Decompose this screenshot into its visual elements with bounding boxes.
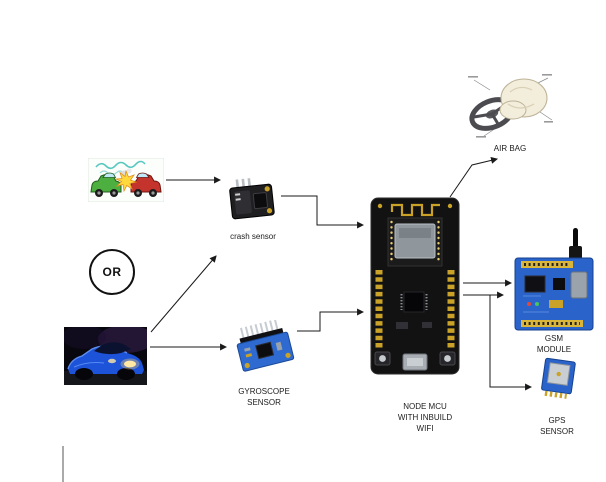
gyroscope-icon — [236, 319, 295, 372]
gsm-module-icon — [514, 228, 594, 331]
connector-gyroscope-to-nodemcu — [297, 308, 365, 332]
car-crash-cartoon-image — [87, 157, 165, 207]
gsm-module-label: GSM MODULE — [536, 334, 572, 354]
pcb-antenna-trace — [390, 203, 440, 217]
connector-nodemcu-to-airbag — [449, 156, 499, 198]
gps-sensor-icon — [541, 357, 576, 399]
gsm-module-image — [513, 228, 595, 337]
usb-uart-chip — [403, 291, 425, 313]
gyroscope-sensor-label: GYROSCOPE SENSOR — [238, 387, 290, 407]
crash-sensor-image — [226, 176, 278, 229]
gps-sensor-image — [538, 354, 578, 409]
nodemcu-board-image — [368, 196, 462, 381]
crash-sensor-label: crash sensor — [230, 232, 276, 241]
gyroscope-sensor-image — [233, 319, 295, 380]
green-car — [90, 172, 122, 197]
gsm-antenna — [573, 228, 578, 250]
airbag-image — [466, 70, 554, 147]
nodemcu-label: NODE MCU WITH INBUILD WIFI — [397, 402, 453, 433]
red-car — [130, 172, 162, 197]
impact-star-icon — [114, 169, 138, 193]
blue-car-icon — [62, 325, 154, 385]
blue-car-photo — [62, 325, 154, 390]
sim-holder — [570, 271, 588, 299]
nodemcu-icon — [370, 197, 460, 375]
car-crash-cartoon-icon — [87, 157, 165, 203]
airbag-label: AIR BAG — [493, 144, 527, 153]
connector-car-photo-to-crash-sensor — [150, 255, 217, 333]
airbag-icon — [468, 74, 553, 138]
or-option-badge: OR — [89, 249, 135, 295]
crash-sensor-icon — [229, 178, 275, 220]
airbag-balloon — [499, 78, 548, 120]
connector-crash-sensor-to-nodemcu — [281, 195, 365, 229]
or-label: OR — [102, 265, 122, 279]
gps-sensor-label: GPS SENSOR — [540, 416, 574, 436]
